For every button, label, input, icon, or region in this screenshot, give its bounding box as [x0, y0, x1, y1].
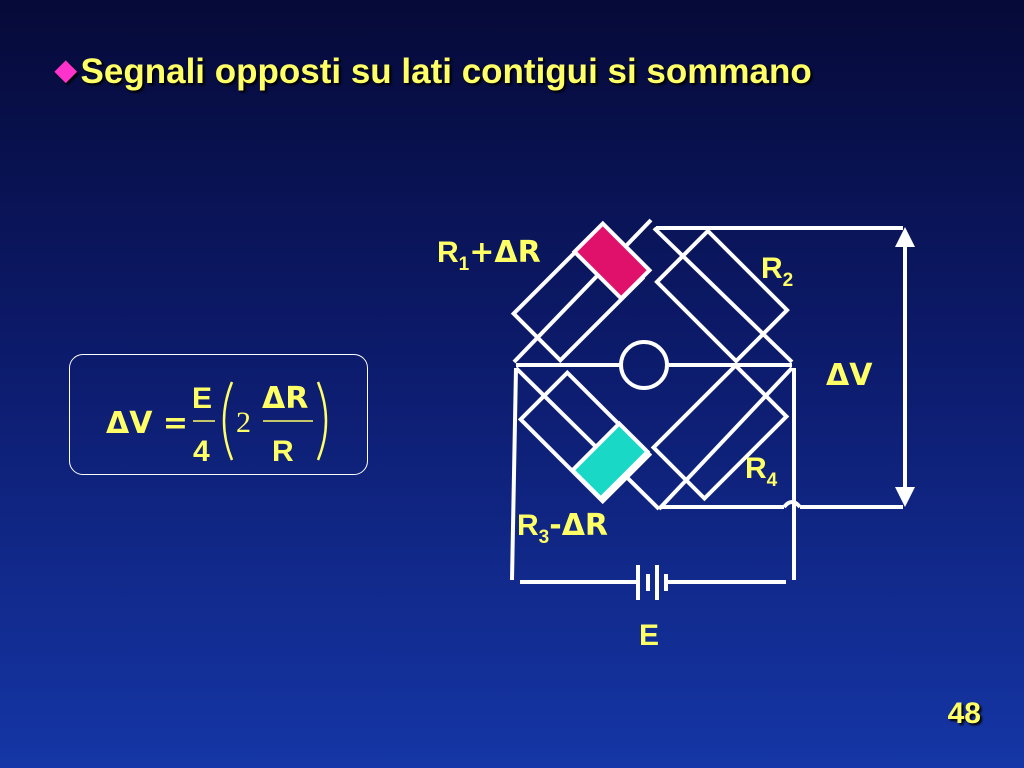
label-r4: R4	[745, 452, 778, 491]
wire-top-right	[652, 226, 794, 364]
wire-supply-left	[510, 367, 518, 581]
formula-lhs: ΔV =	[106, 406, 188, 441]
slide-title: ◆Segnali opposti su lati contigui si som…	[55, 52, 812, 92]
label-r1-suffix: +ΔR	[469, 235, 540, 270]
formula-fraction-numerator: E	[192, 382, 212, 415]
label-r3: R3-ΔR	[517, 508, 608, 548]
formula-fraction-denominator: 4	[193, 435, 210, 468]
formula-inner-numerator: ΔR	[262, 381, 308, 416]
diamond-bullet-icon: ◆	[55, 54, 77, 85]
label-r3-sub: 3	[539, 527, 550, 548]
label-r3-base: R	[517, 509, 539, 542]
formula-inner-denominator: R	[272, 435, 294, 468]
label-source: E	[639, 619, 659, 652]
strain-gauge-positive	[571, 220, 653, 302]
circuit-wires	[510, 218, 903, 584]
label-r4-base: R	[745, 452, 767, 485]
formula-left-paren	[222, 381, 234, 461]
resistor-r4	[650, 362, 790, 502]
slide-title-text: Segnali opposti su lati contigui si somm…	[80, 52, 812, 91]
label-r2-base: R	[761, 252, 783, 285]
label-r2: R2	[761, 252, 793, 291]
label-r4-sub: 4	[767, 470, 778, 491]
wire-bottom-left	[514, 366, 661, 511]
formula-box	[69, 354, 368, 475]
formula-coefficient: 2	[236, 406, 251, 439]
formula-right-paren	[316, 381, 328, 461]
battery-icon	[636, 565, 668, 600]
label-r1: R1+ΔR	[437, 235, 541, 275]
formula: ΔV = E 4 2 ΔR R	[106, 381, 328, 468]
resistor-r3	[517, 369, 653, 505]
detector-icon	[619, 340, 669, 390]
label-r1-sub: 1	[459, 254, 470, 275]
label-output-voltage: ΔV	[826, 358, 873, 393]
label-r2-sub: 2	[783, 270, 794, 291]
resistor-r2	[654, 228, 790, 364]
strain-gauge-negative	[569, 420, 651, 502]
label-r1-base: R	[437, 236, 459, 269]
wire-bottom-right	[657, 366, 794, 511]
page-number: 48	[947, 697, 981, 730]
label-r3-suffix: -ΔR	[549, 508, 608, 543]
